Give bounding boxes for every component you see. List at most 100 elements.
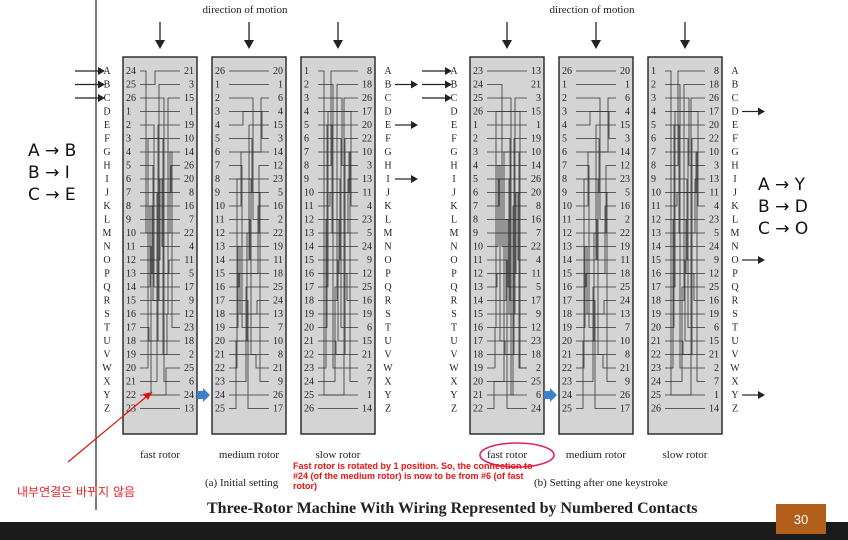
left-contact-number: 11 [304, 201, 314, 212]
right-contact-number: 5 [536, 282, 541, 293]
left-contact-number: 16 [215, 282, 225, 293]
rotor-wire [576, 138, 616, 193]
rotor-wire [576, 111, 616, 126]
right-contact-number: 7 [714, 377, 719, 388]
output-arrow-head [411, 80, 418, 89]
left-contact-number: 13 [651, 228, 661, 239]
left-contact-number: 8 [126, 201, 131, 212]
contact-letter-right: Z [385, 404, 391, 415]
left-contact-number: 26 [215, 66, 225, 77]
left-contact-number: 8 [562, 174, 567, 185]
left-contact-number: 8 [651, 161, 656, 172]
annotation-graphics [67, 391, 555, 468]
right-contact-number: 11 [184, 255, 194, 266]
rotor-wire [229, 111, 269, 126]
right-contact-number: 9 [714, 255, 719, 266]
contact-letter-right: W [383, 363, 393, 374]
rotor-wire [140, 124, 180, 342]
right-contact-number: 4 [714, 201, 719, 212]
contact-letter-left: N [450, 242, 457, 253]
right-contact-number: 18 [620, 269, 630, 280]
left-contact-number: 22 [304, 350, 314, 361]
right-contact-number: 13 [531, 66, 541, 77]
contact-letter-right: A [384, 66, 392, 77]
contact-letter-left: K [103, 201, 111, 212]
left-contact-number: 13 [126, 269, 136, 280]
fast-rotor-highlight-circle [479, 442, 555, 468]
left-contact-number: 13 [304, 228, 314, 239]
left-contact-number: 20 [304, 323, 314, 334]
right-contact-number: 7 [536, 228, 541, 239]
right-contact-number: 4 [189, 242, 194, 253]
right-contact-number: 25 [620, 282, 630, 293]
right-contact-number: 7 [367, 377, 372, 388]
contact-letter-left: O [450, 255, 457, 266]
left-contact-number: 5 [473, 174, 478, 185]
right-contact-number: 23 [184, 323, 194, 334]
right-contact-number: 3 [189, 80, 194, 91]
left-contact-number: 5 [304, 120, 309, 131]
rotor-wire [229, 354, 269, 369]
contact-letter-left: V [450, 350, 458, 361]
right-contact-number: 24 [184, 390, 194, 401]
left-contact-number: 5 [562, 134, 567, 145]
left-contact-number: 16 [126, 309, 136, 320]
output-arrow-head [411, 121, 418, 129]
left-contact-number: 17 [304, 282, 314, 293]
contact-letter-right: K [384, 201, 392, 212]
contact-letter-right: M [731, 228, 740, 239]
right-contact-number: 10 [620, 336, 630, 347]
left-contact-number: 6 [651, 134, 656, 145]
right-contact-number: 6 [536, 390, 541, 401]
rotor-wire [318, 97, 358, 396]
motion-arrow-head [244, 40, 254, 49]
left-contact-number: 25 [215, 404, 225, 415]
right-contact-number: 15 [362, 336, 372, 347]
rotor-wire [576, 97, 616, 220]
contact-letter-right: X [731, 377, 739, 388]
right-contact-number: 13 [273, 309, 283, 320]
rotor-wire [140, 327, 180, 342]
input-arrow-head [98, 67, 105, 75]
contact-letter-left: V [103, 350, 111, 361]
right-contact-number: 13 [620, 309, 630, 320]
contact-letter-right: L [385, 215, 391, 226]
contact-letter-left: C [451, 93, 458, 104]
rotor-wire [576, 354, 616, 369]
rotor-wire [576, 165, 616, 234]
right-contact-number: 15 [709, 336, 719, 347]
right-contact-number: 6 [189, 377, 194, 388]
right-contact-number: 21 [620, 363, 630, 374]
output-arrow-head [411, 175, 418, 183]
rotor-wire [229, 246, 269, 328]
right-contact-number: 18 [531, 350, 541, 361]
right-contact-number: 2 [625, 215, 630, 226]
left-contact-number: 26 [651, 404, 661, 415]
left-contact-number: 1 [126, 107, 131, 118]
contact-letter-right: N [384, 242, 391, 253]
right-contact-number: 14 [273, 147, 283, 158]
left-contact-number: 15 [304, 255, 314, 266]
contact-letter-left: P [451, 269, 457, 280]
right-contact-number: 26 [531, 174, 541, 185]
contact-letter-left: X [450, 377, 458, 388]
right-contact-number: 19 [620, 242, 630, 253]
right-contact-number: 20 [362, 120, 372, 131]
left-contact-number: 9 [473, 228, 478, 239]
contact-letter-left: N [103, 242, 110, 253]
rotor-wire [229, 300, 269, 315]
left-contact-number: 26 [126, 93, 136, 104]
direction-of-motion-label: direction of motion [550, 4, 635, 16]
right-contact-number: 19 [709, 309, 719, 320]
right-contact-number: 12 [620, 161, 630, 172]
contact-letter-right: T [385, 323, 391, 334]
contact-letter-right: S [385, 309, 391, 320]
blue-pointer-arrow [544, 388, 557, 402]
left-contact-number: 18 [215, 309, 225, 320]
rotor-wire [318, 286, 358, 382]
left-contact-number: 17 [562, 296, 572, 307]
left-contact-number: 19 [215, 323, 225, 334]
rotor-wire [318, 219, 358, 369]
right-contact-number: 12 [709, 269, 719, 280]
motion-arrow-head [591, 40, 601, 49]
